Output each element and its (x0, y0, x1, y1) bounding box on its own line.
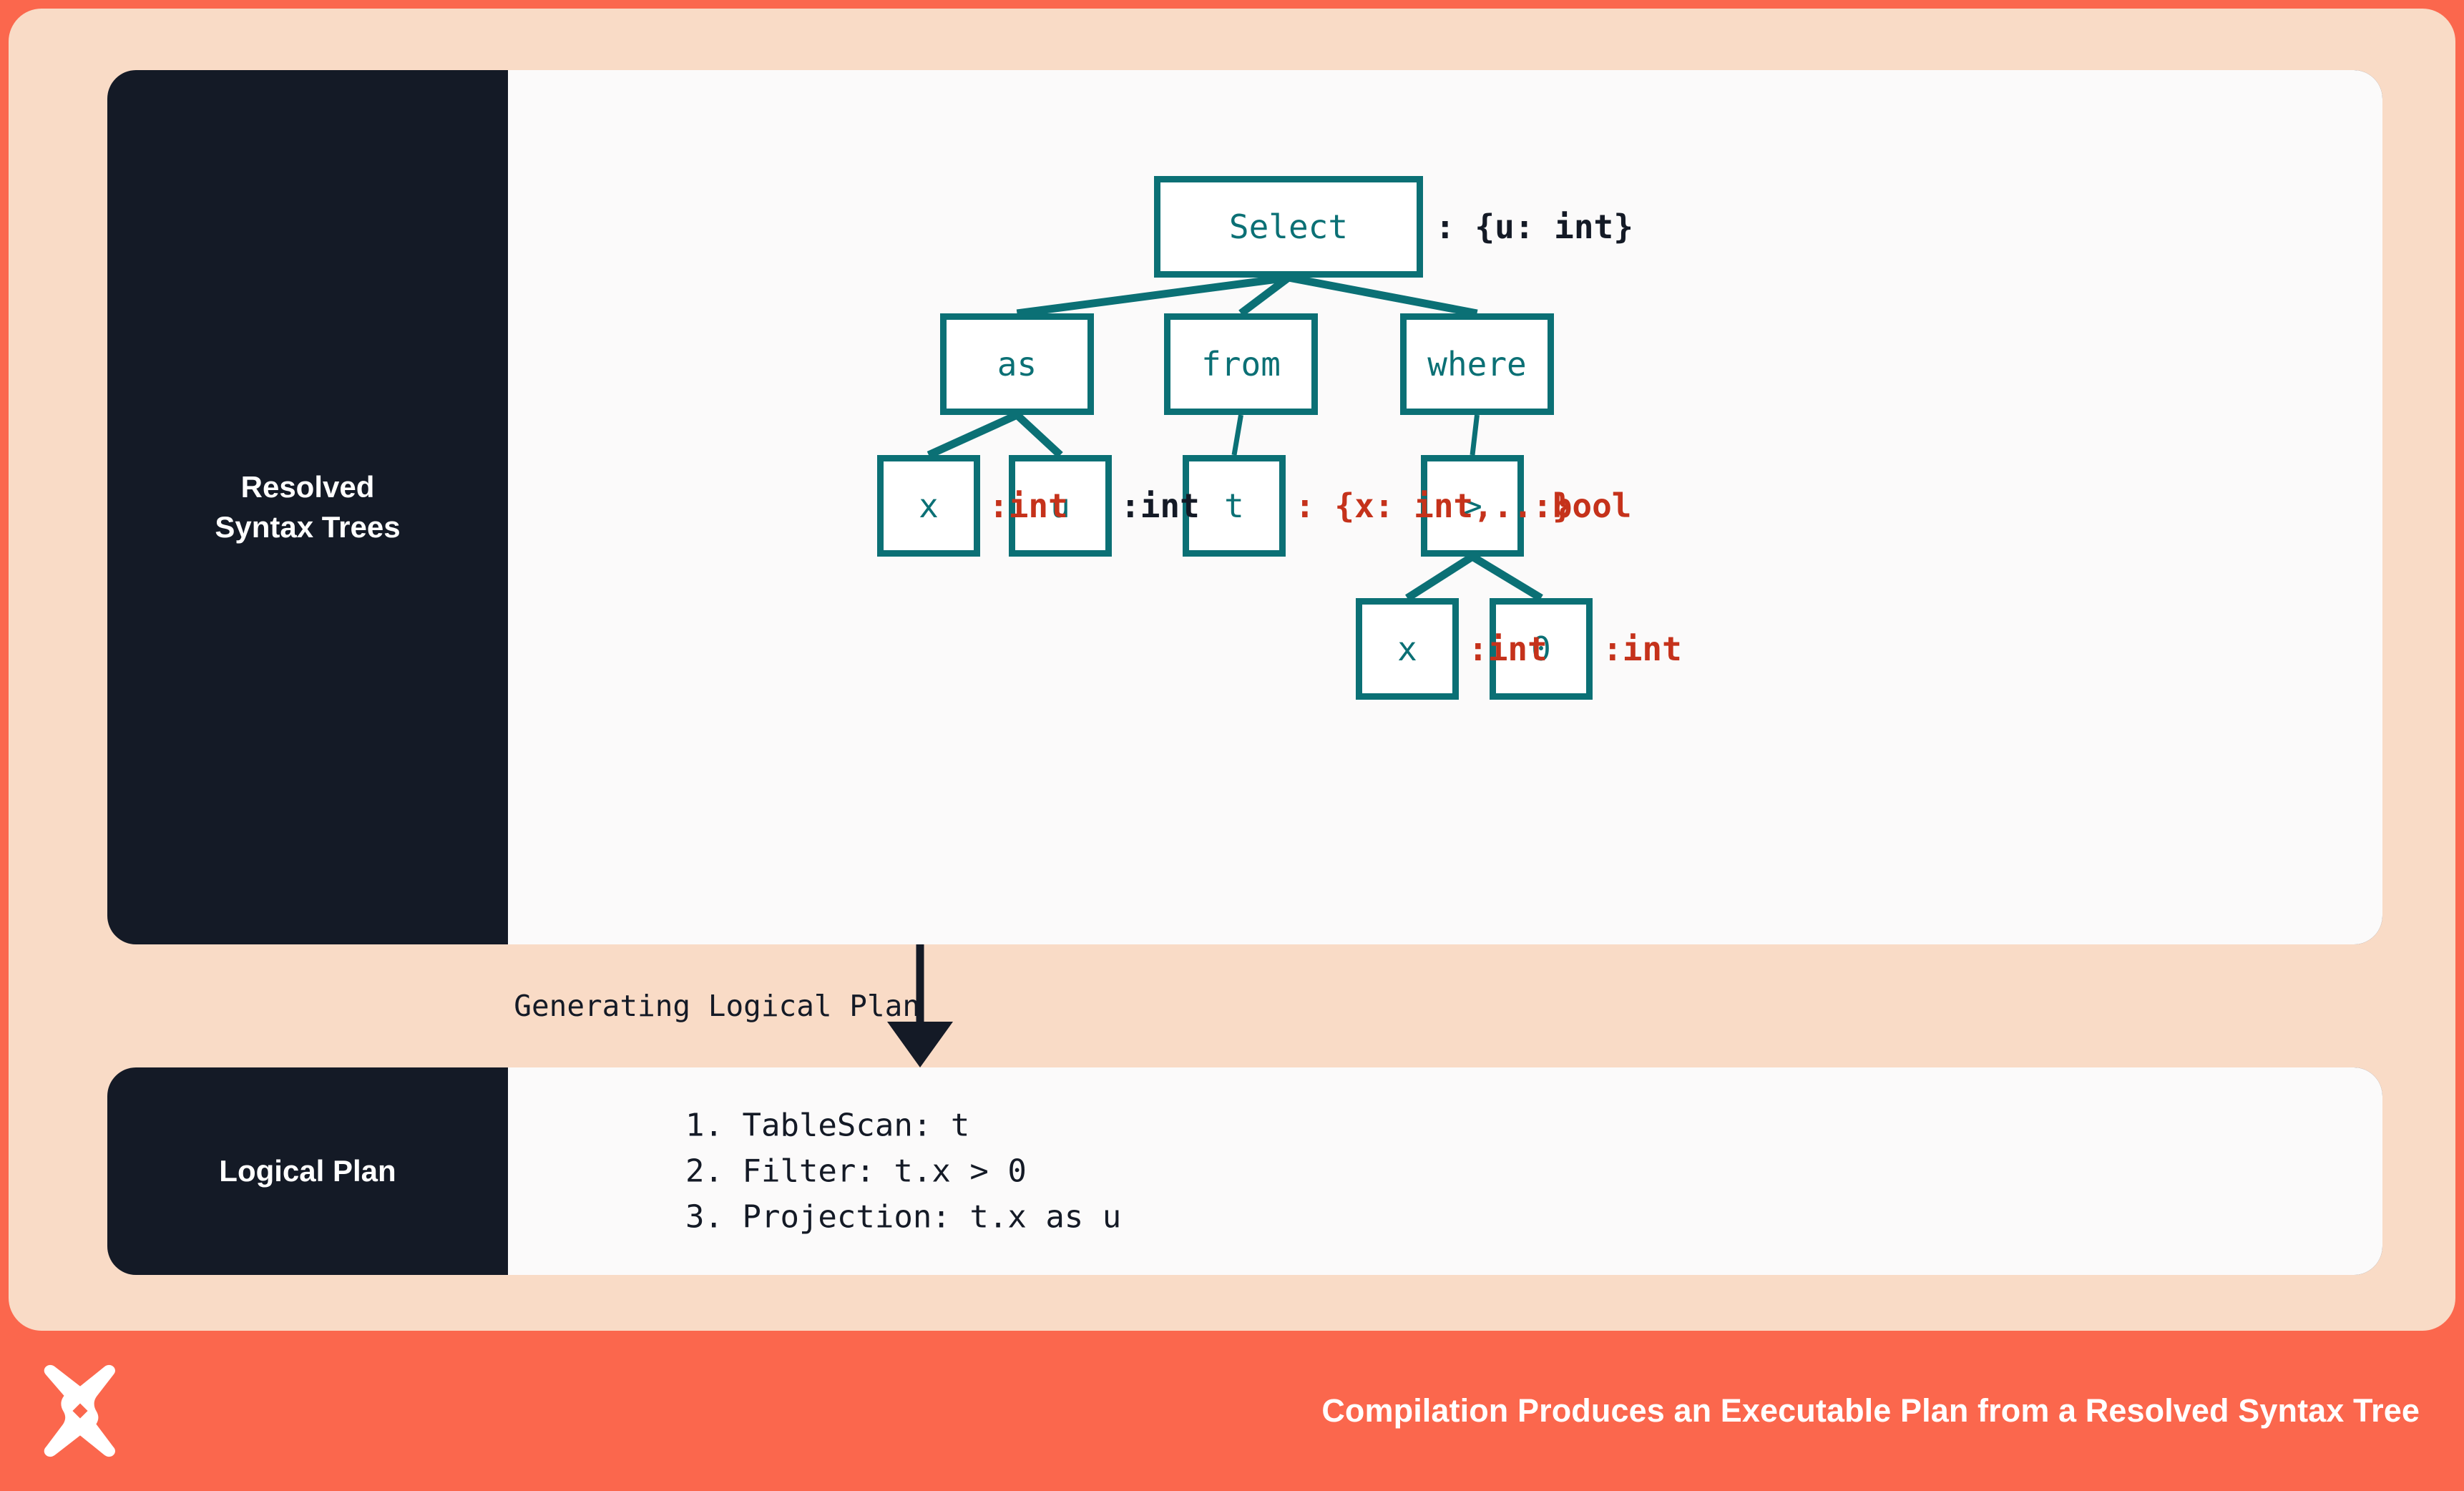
tree-node-from: from (1164, 313, 1318, 415)
tree-type-ann-select: : {u: int} (1435, 207, 1633, 246)
tree-node-gt-x: x (1356, 598, 1459, 700)
tree-type-ann-gt: :bool (1532, 487, 1632, 525)
stage-label-line-1: Resolved (240, 469, 375, 504)
tree-edge-select-where (1287, 273, 1478, 318)
tree-edge-gt-gt-0 (1470, 553, 1543, 602)
tree-node-from-t: t (1183, 455, 1286, 557)
tree-node-as-x: x (877, 455, 980, 557)
tree-edge-select-as (1016, 273, 1289, 318)
tree-node-as-u: u (1009, 455, 1112, 557)
tree-edges (927, 273, 1543, 602)
tree-node-gt: > (1421, 455, 1524, 557)
down-arrow-icon (887, 944, 953, 1067)
butterfly-x-logo-icon (33, 1364, 127, 1458)
stage-logical-plan: Logical Plan 1. TableScan: t 2. Filter: … (107, 1067, 2382, 1275)
tree-type-ann-as-x: :int (989, 487, 1068, 525)
tree-edge-as-as-x (927, 411, 1019, 459)
tree-node-as: as (940, 313, 1094, 415)
tree-type-ann-from-t: : {x: int,...} (1295, 487, 1573, 525)
stage-label-logical-plan: Logical Plan (107, 1067, 508, 1275)
tree-type-ann-gt-0: :int (1603, 630, 1682, 668)
stage-label-line-2: Syntax Trees (215, 510, 401, 544)
tree-edge-gt-gt-x (1405, 553, 1475, 602)
tree-edge-as-as-u (1014, 411, 1063, 459)
tree-type-ann-as-u: :int (1120, 487, 1200, 525)
stage-label-resolved-syntax-trees: Resolved Syntax Trees (107, 70, 508, 944)
tree-node-gt-0: 0 (1490, 598, 1593, 700)
tree-edge-select-from (1238, 274, 1291, 317)
stage-label-line-1: Logical Plan (219, 1153, 396, 1188)
tree-edge-from-from-t (1231, 414, 1243, 456)
stage-connector: Generating Logical Plan (107, 944, 2382, 1067)
footer-caption: Compilation Produces an Executable Plan … (1321, 1392, 2420, 1429)
tree-node-where: where (1400, 313, 1554, 415)
connector-label: Generating Logical Plan (514, 989, 920, 1023)
logical-plan-steps: 1. TableScan: t 2. Filter: t.x > 0 3. Pr… (685, 1107, 1122, 1235)
tree-type-ann-gt-x: :int (1468, 630, 1548, 668)
footer-band: Compilation Produces an Executable Plan … (0, 1331, 2464, 1491)
logical-plan-canvas: 1. TableScan: t 2. Filter: t.x > 0 3. Pr… (508, 1067, 2382, 1275)
tree-edge-where-gt (1470, 414, 1480, 456)
tree-node-select: Select (1154, 176, 1423, 278)
